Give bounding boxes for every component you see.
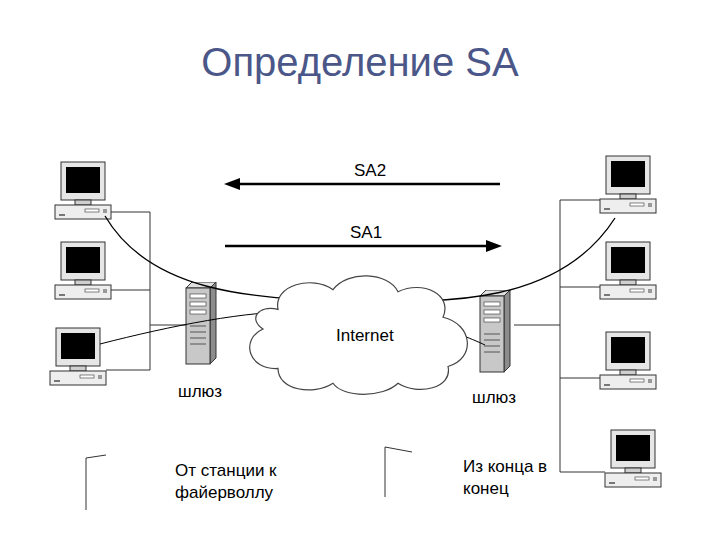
gateway-label: шлюз	[472, 388, 516, 408]
note-text: От станции к файерволлу	[175, 460, 305, 504]
gateway-server: шлюз	[474, 290, 544, 415]
server-icon	[474, 290, 514, 374]
internet-cloud: Internet	[238, 270, 478, 398]
gateway-server: шлюз	[180, 282, 250, 407]
diagram-title: Определение SA	[0, 40, 720, 85]
sa-label: SA1	[350, 222, 382, 244]
gateway-label: шлюз	[178, 382, 222, 402]
server-icon	[180, 282, 220, 366]
note-text: Из конца в конец	[463, 456, 553, 500]
network-label: Internet	[334, 326, 396, 346]
sa-label: SA2	[354, 160, 386, 182]
